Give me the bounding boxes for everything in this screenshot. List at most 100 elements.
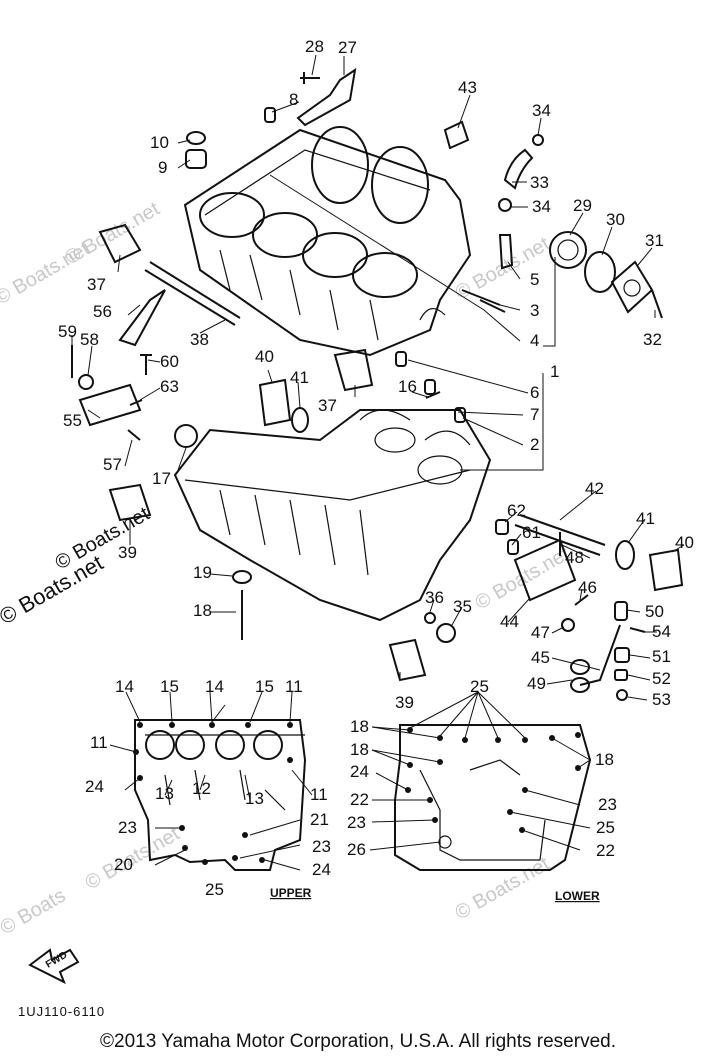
callout-59: 59 [58,322,77,341]
callout-18: 18 [193,601,212,620]
callout-49: 49 [527,674,546,693]
callout-57: 57 [103,455,122,474]
callout-22: 22 [350,790,369,809]
callout-33: 33 [530,173,549,192]
callout-50: 50 [645,602,664,621]
callout-7: 7 [530,405,539,424]
callout-17: 17 [152,469,171,488]
callout-47: 47 [531,623,550,642]
callout-48: 48 [565,548,584,567]
callout-23: 23 [347,813,366,832]
callout-2: 2 [530,435,539,454]
callout-18: 18 [595,750,614,769]
callout-38: 38 [190,330,209,349]
callout-18: 18 [350,740,369,759]
callout-15: 15 [160,677,179,696]
callout-32: 32 [643,330,662,349]
callout-9: 9 [158,158,167,177]
callout-35: 35 [453,597,472,616]
callout-37: 37 [87,275,106,294]
callout-22: 22 [596,841,615,860]
callout-39: 39 [395,693,414,712]
callout-24: 24 [350,762,369,781]
callout-24: 24 [312,860,331,879]
callout-52: 52 [652,669,671,688]
callout-27: 27 [338,38,357,57]
callout-16: 16 [398,377,417,396]
callout-23: 23 [118,818,137,837]
callout-58: 58 [80,330,99,349]
callout-11: 11 [285,677,303,696]
callout-23: 23 [598,795,617,814]
callout-40: 40 [255,347,274,366]
callout-41: 41 [636,509,655,528]
callout-53: 53 [652,690,671,709]
callout-24: 24 [85,777,104,796]
callout-3: 3 [530,301,539,320]
reference-code: 1UJ110-6110 [18,1004,105,1019]
callout-19: 19 [193,563,212,582]
callout-1: 1 [550,362,559,381]
fwd-arrow: FWD [28,948,80,985]
callout-37: 37 [318,396,337,415]
callout-10: 10 [150,133,169,152]
upper-view-label: UPPER [270,886,312,900]
upper-view: UPPER [109,691,313,900]
callout-60: 60 [160,352,179,371]
callout-63: 63 [160,377,179,396]
callout-45: 45 [531,648,550,667]
callout-13: 13 [245,789,264,808]
callout-4: 4 [530,331,539,350]
callout-25: 25 [205,880,224,899]
callout-14: 14 [205,677,224,696]
callout-18: 18 [350,717,369,736]
callout-23: 23 [312,837,331,856]
callout-14: 14 [115,677,134,696]
callout-34: 34 [532,101,551,120]
callout-41: 41 [290,368,309,387]
callout-56: 56 [93,302,112,321]
callout-43: 43 [458,78,477,97]
callout-40: 40 [675,533,694,552]
callout-20: 20 [114,855,133,874]
lower-view: LOWER [369,691,600,903]
callout-11: 11 [310,785,328,804]
callout-42: 42 [585,479,604,498]
callout-54: 54 [652,622,671,641]
callout-61: 61 [522,523,541,542]
watermark-6: © Boats.net [452,853,554,925]
callout-46: 46 [578,578,597,597]
callout-62: 62 [507,501,526,520]
callout-26: 26 [347,840,366,859]
callout-30: 30 [606,210,625,229]
callout-36: 36 [425,588,444,607]
callout-5: 5 [530,270,539,289]
watermark-7: © Boats [0,885,69,940]
watermarks: © Boats.net © Boats.net © Boats.net © Bo… [0,198,574,940]
callout-11: 11 [90,733,108,752]
leader-lines [71,54,685,701]
callout-8: 8 [289,90,298,109]
watermark-dark-1: © Boats.net [0,550,107,629]
callout-44: 44 [500,612,519,631]
callout-29: 29 [573,196,592,215]
callout-12: 12 [192,779,211,798]
callout-13: 13 [155,784,174,803]
callout-51: 51 [652,647,671,666]
callout-31: 31 [645,231,664,250]
callout-28: 28 [305,37,324,56]
callout-15: 15 [255,677,274,696]
callout-39: 39 [118,543,137,562]
callout-34: 34 [532,197,551,216]
upper-crankcase [183,126,472,357]
lower-crankcase [173,409,492,622]
copyright-text: ©2013 Yamaha Motor Corporation, U.S.A. A… [100,1031,616,1052]
callout-21: 21 [310,810,329,829]
small-parts [71,67,684,701]
callout-25: 25 [596,818,615,837]
lower-view-label: LOWER [555,889,600,903]
callout-55: 55 [63,411,82,430]
callout-25: 25 [470,677,489,696]
